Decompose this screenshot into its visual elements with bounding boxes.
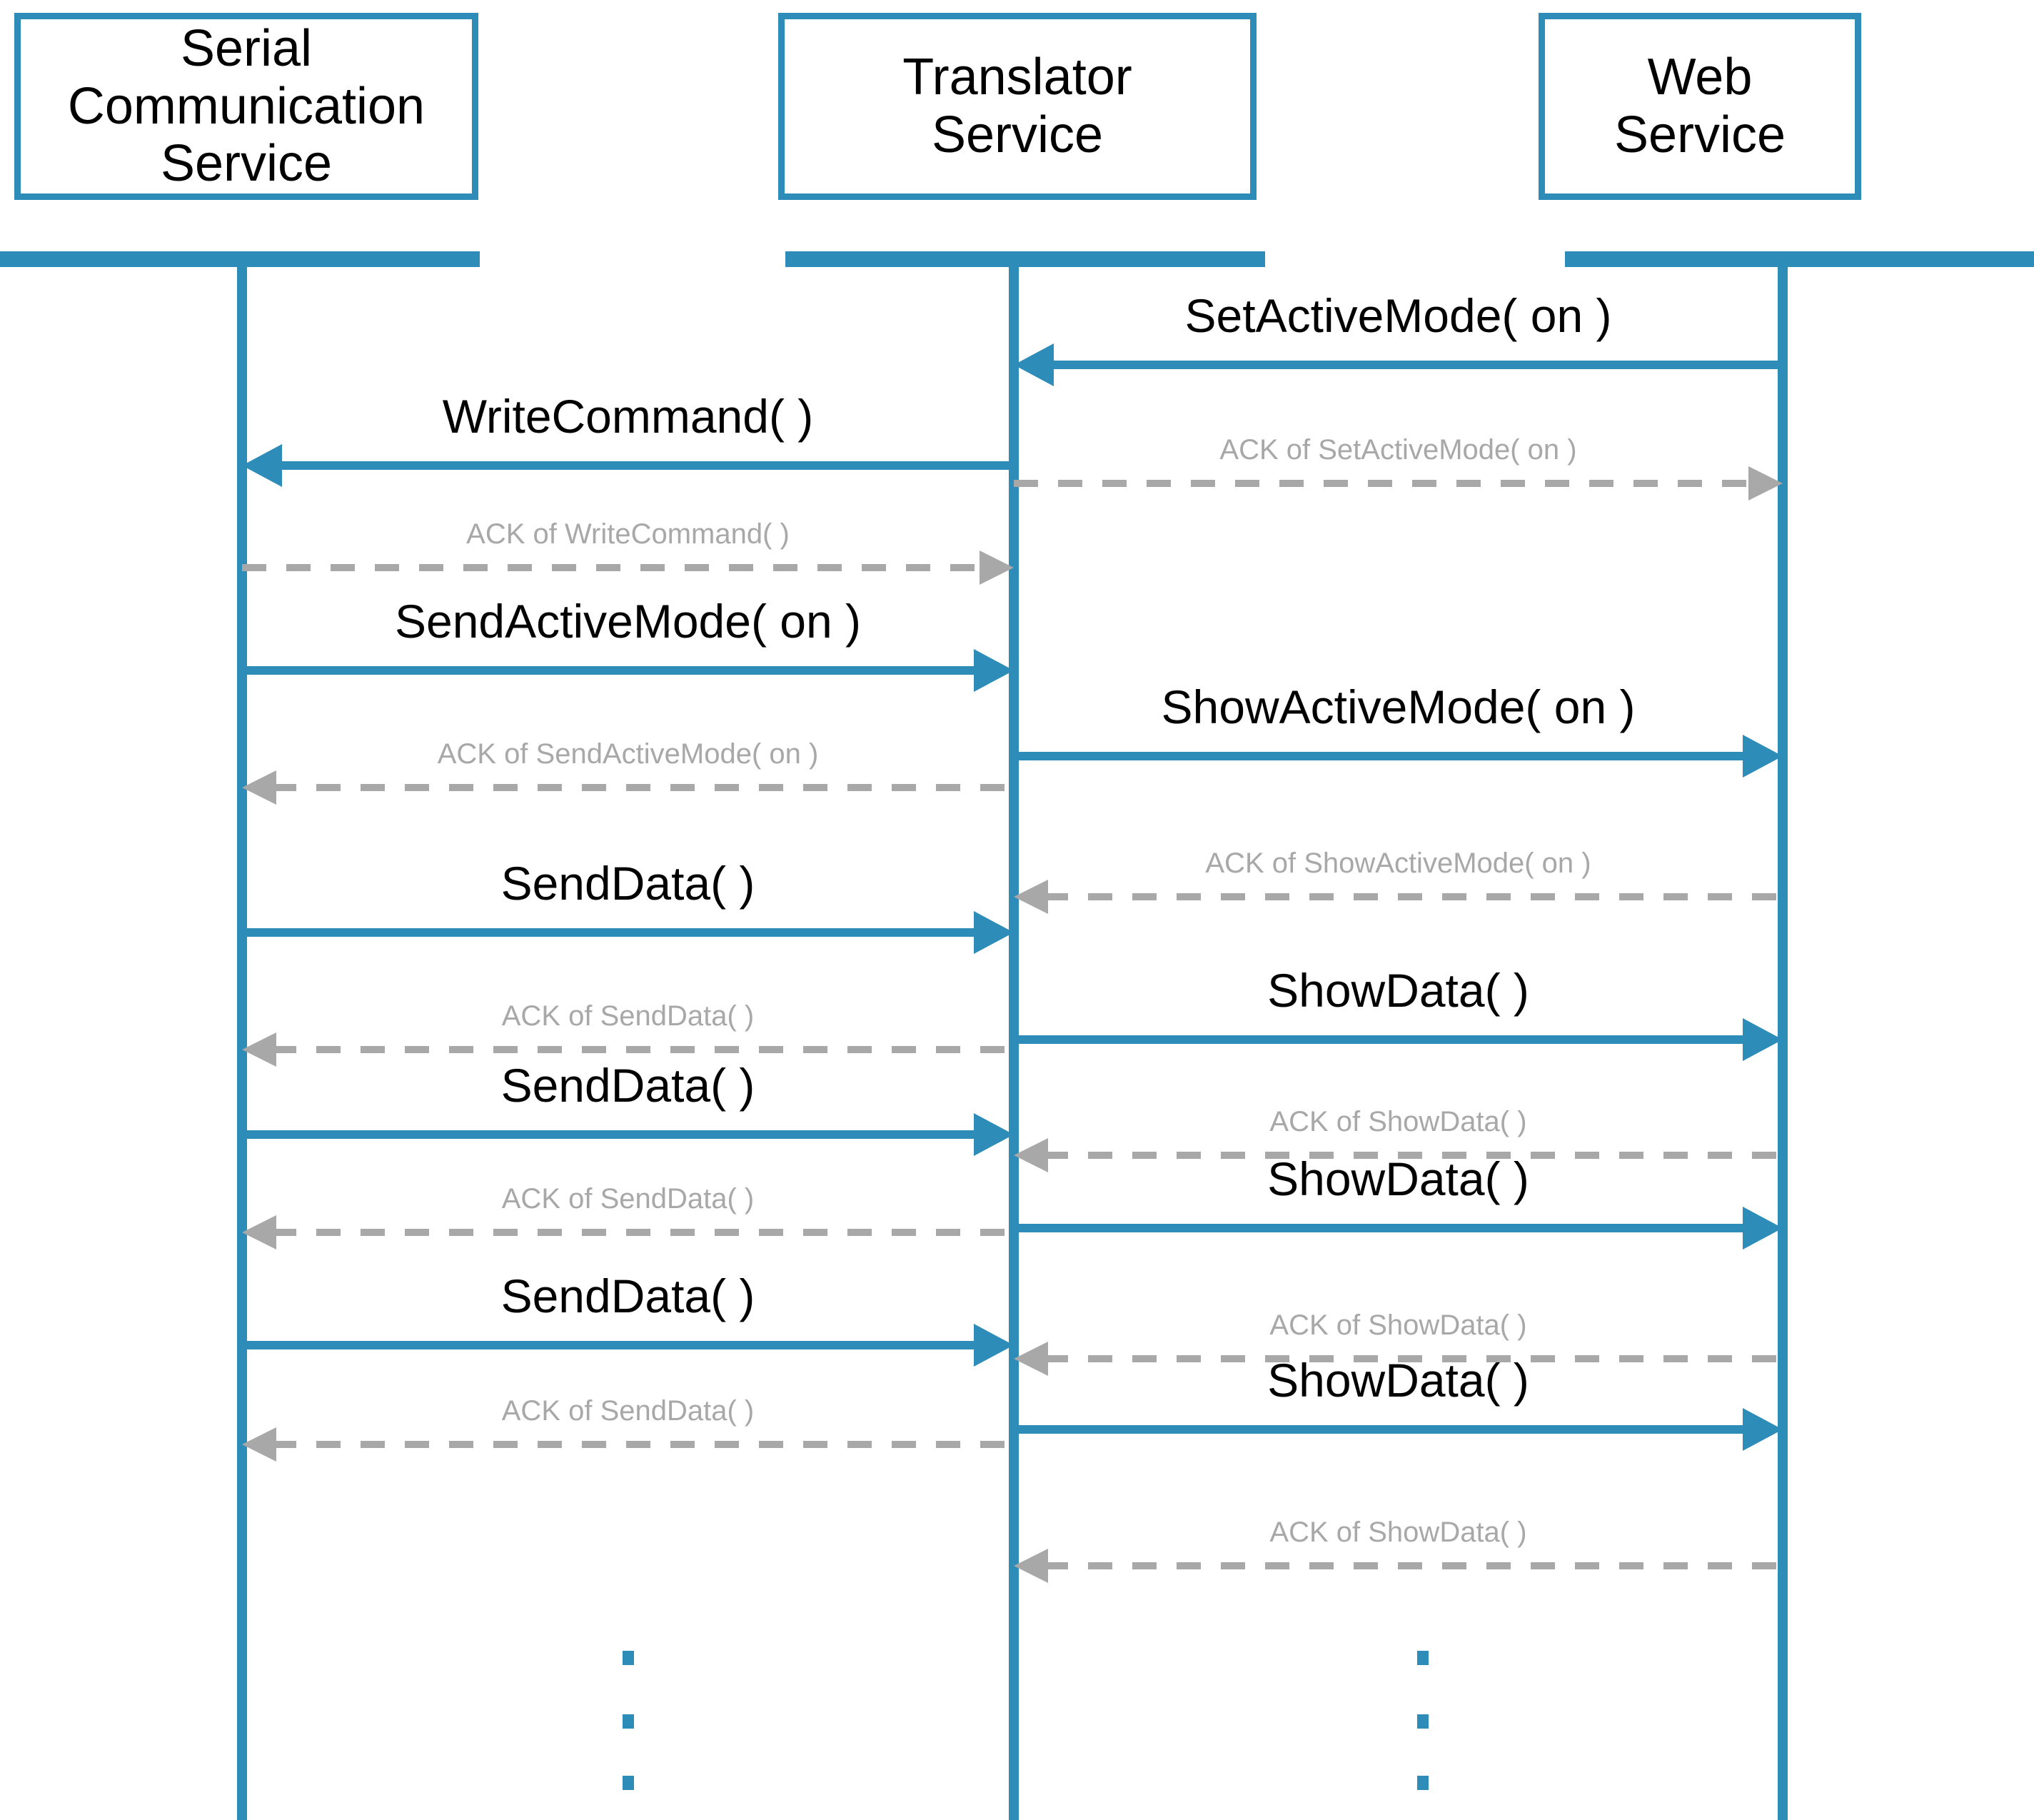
ellipsis-dot [1417,1714,1429,1729]
message-label: SendActiveMode( on ) [394,595,861,648]
message-line [1044,1355,1783,1362]
message-label: ACK of SetActiveMode( on ) [1219,434,1577,466]
message-line [242,666,978,675]
arrowhead-right-icon [1743,735,1783,778]
message-line [242,564,984,571]
message-line [1014,1035,1747,1044]
arrowhead-right-icon [1743,1018,1783,1061]
arrowhead-left-icon [242,1427,276,1462]
participant-box-serial-communication-service[interactable]: Serial Communication Service [14,13,478,200]
message-label: ACK of WriteCommand( ) [466,518,790,550]
arrowhead-left-icon [1014,880,1048,914]
message-line [1014,1224,1747,1232]
message-label: SendData( ) [500,1270,755,1322]
message-label: ShowActiveMode( on ) [1161,680,1636,733]
ellipsis-dot [1417,1651,1429,1665]
ellipsis-dot [1417,1776,1429,1790]
message-label: ACK of ShowData( ) [1269,1106,1527,1137]
ellipsis-dot [623,1651,634,1665]
message-line [1014,480,1753,487]
message-line [272,784,1014,791]
message-line [1044,1152,1783,1159]
message-line [272,1229,1014,1236]
arrowhead-right-icon [974,1324,1014,1367]
message-line [1049,361,1783,369]
arrowhead-left-icon [1014,343,1054,386]
arrowhead-right-icon [1748,466,1783,501]
message-label: ShowData( ) [1267,1152,1529,1205]
arrowhead-left-icon [242,444,282,487]
arrowhead-left-icon [1014,1342,1048,1376]
message-label: SendData( ) [500,1059,755,1112]
arrowhead-right-icon [974,911,1014,954]
message-label: ACK of SendData( ) [501,1183,755,1215]
message-line [1044,893,1783,900]
arrowhead-right-icon [974,649,1014,692]
participant-box-translator-service[interactable]: Translator Service [778,13,1257,200]
message-label: SendData( ) [500,857,755,910]
arrowhead-left-icon [242,1215,276,1250]
message-line [1014,1425,1747,1434]
message-label: ACK of SendActiveMode( on ) [437,738,819,770]
message-line [272,1441,1014,1448]
message-label: ShowData( ) [1267,964,1529,1017]
arrowhead-left-icon [1014,1549,1048,1583]
message-label: WriteCommand( ) [442,390,814,443]
message-line [242,928,978,937]
arrowhead-left-icon [242,770,276,805]
message-line [1044,1562,1783,1569]
participant-box-web-service[interactable]: Web Service [1539,13,1861,200]
message-line [272,1046,1014,1053]
message-label: ShowData( ) [1267,1354,1529,1407]
arrowhead-left-icon [1014,1138,1048,1172]
message-line [242,1130,978,1139]
participant-label: Serial Communication Service [67,20,426,193]
message-label: SetActiveMode( on ) [1184,289,1612,342]
message-label: ACK of SendData( ) [501,1000,755,1032]
arrowhead-right-icon [1743,1408,1783,1451]
ellipsis-dot [623,1714,634,1729]
ellipsis-dot [623,1776,634,1790]
lifeline-head-bar-serial-communication-service [0,251,480,267]
message-line [278,461,1014,470]
arrowhead-left-icon [242,1032,276,1067]
lifeline-head-bar-translator-service [785,251,1265,267]
message-line [242,1341,978,1349]
message-label: ACK of SendData( ) [501,1395,755,1427]
participant-label: Translator Service [902,49,1132,164]
message-line [1014,752,1747,760]
message-label: ACK of ShowData( ) [1269,1309,1527,1341]
arrowhead-right-icon [974,1113,1014,1156]
participant-label: Web Service [1613,49,1786,164]
lifeline-head-bar-web-service [1565,251,2034,267]
arrowhead-right-icon [1743,1207,1783,1250]
message-label: ACK of ShowActiveMode( on ) [1205,848,1591,879]
arrowhead-right-icon [980,550,1014,585]
message-label: ACK of ShowData( ) [1269,1517,1527,1548]
